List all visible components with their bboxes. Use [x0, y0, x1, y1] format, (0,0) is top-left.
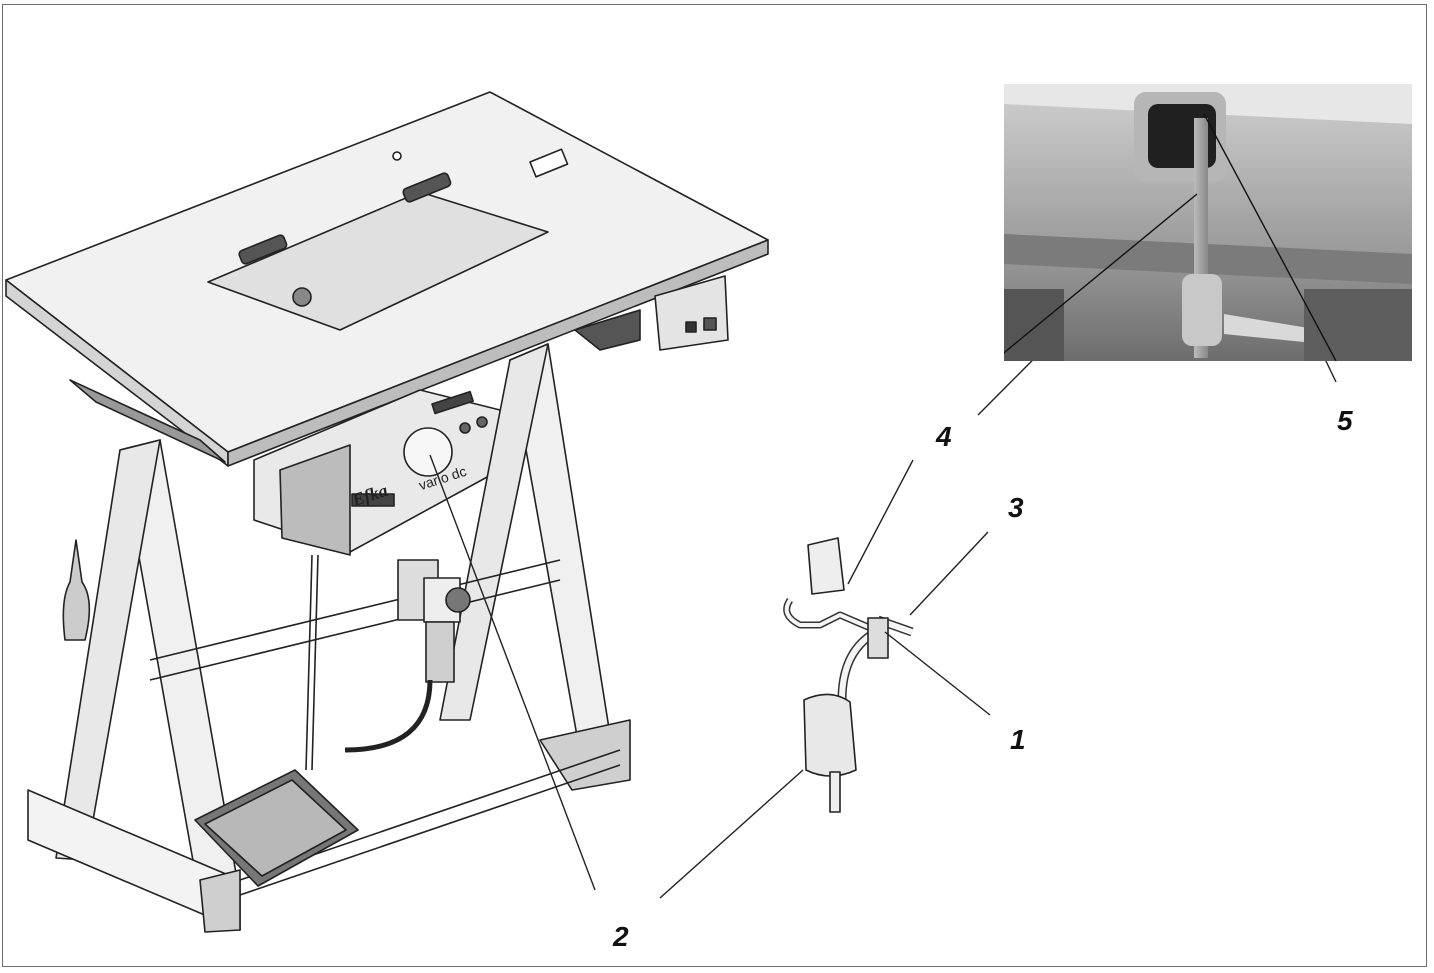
- callout-2: 2: [613, 921, 629, 952]
- drawer: [69, 379, 226, 463]
- air-filter-regulator: [344, 559, 471, 753]
- table-top-front-edge: [227, 239, 769, 467]
- callout-5: 5: [1337, 405, 1353, 436]
- detail-photo-graphic: [1004, 84, 1412, 361]
- callout-3: 3: [1008, 492, 1024, 523]
- knee-pad: [803, 693, 857, 777]
- base-right: [539, 719, 631, 791]
- knee-lever-assembly: [783, 537, 914, 813]
- oil-can: [62, 539, 91, 641]
- control-box: [654, 275, 729, 351]
- callout-1: 1: [1010, 724, 1026, 755]
- detail-photo: [1004, 84, 1412, 361]
- callout-4: 4: [936, 421, 952, 452]
